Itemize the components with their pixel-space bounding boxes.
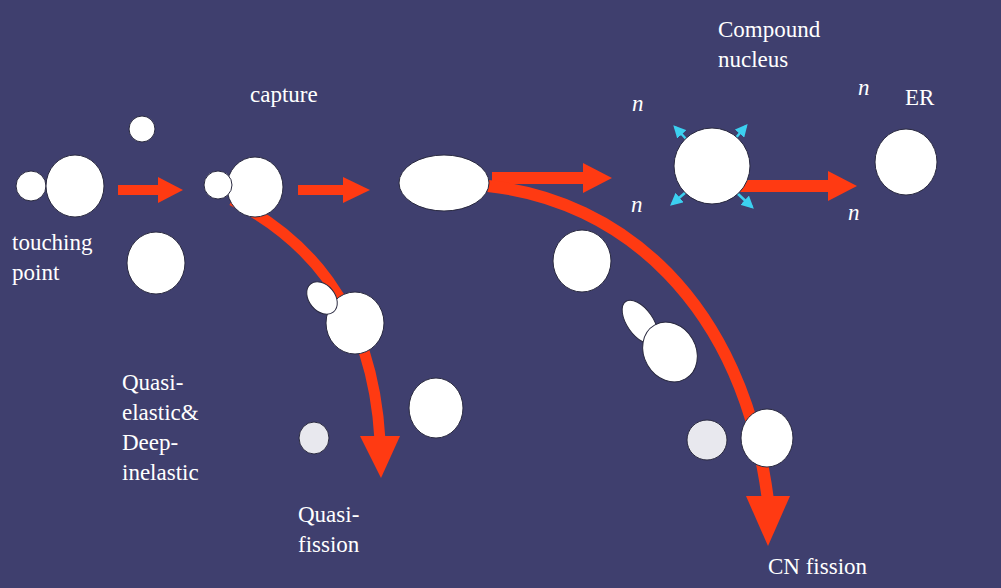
- process-arrows: [118, 163, 857, 546]
- outcome-label: Quasi- elastic& Deep- inelastic: [122, 368, 199, 488]
- red-arrow-shaft: [298, 185, 346, 195]
- neutron-label: n: [848, 198, 860, 228]
- stage-label: Compound nucleus: [718, 15, 820, 75]
- quasi-fission-fragment: [409, 378, 463, 438]
- neutron-arrow: [672, 192, 686, 204]
- projectile-nucleus: [16, 171, 46, 201]
- neutron-arrows: [672, 126, 752, 207]
- neutron-label: n: [631, 190, 643, 220]
- red-arrow-head: [343, 177, 370, 203]
- red-arrow-head: [583, 163, 612, 193]
- compound-nucleus: [674, 128, 750, 204]
- projectile-nucleus: [204, 171, 232, 199]
- fission-fragment: [741, 409, 793, 467]
- quasi-fission-fragment: [299, 422, 329, 454]
- stage-label: touching point: [12, 228, 93, 288]
- red-arrow-head: [746, 496, 790, 546]
- red-arrow-head: [158, 177, 183, 203]
- red-arrow-shaft: [492, 172, 586, 184]
- fissioning-nucleus: [553, 230, 611, 292]
- mono-nucleus: [399, 155, 489, 211]
- dinuclear-fragment: [300, 276, 343, 320]
- fissioning-nucleus: [632, 312, 708, 392]
- projectile-nucleus: [129, 116, 155, 142]
- stage-label: ER: [905, 83, 934, 113]
- stage-label: capture: [250, 80, 318, 110]
- cn-fission-path: [488, 186, 768, 500]
- red-arrow-shaft: [118, 185, 162, 195]
- neutron-arrow: [737, 193, 752, 207]
- red-arrow-head: [828, 171, 857, 201]
- red-arrow-head: [360, 436, 400, 478]
- outcome-label: CN fission: [768, 552, 867, 582]
- neutron-label: n: [858, 73, 870, 103]
- target-nucleus: [127, 232, 185, 294]
- outcome-label: Quasi- fission: [298, 500, 359, 560]
- fission-fragment: [687, 420, 727, 460]
- target-nucleus: [227, 157, 283, 217]
- evaporation-residue: [875, 129, 937, 195]
- neutron-label: n: [632, 89, 644, 119]
- target-nucleus: [46, 155, 104, 217]
- red-arrow-shaft: [740, 180, 832, 192]
